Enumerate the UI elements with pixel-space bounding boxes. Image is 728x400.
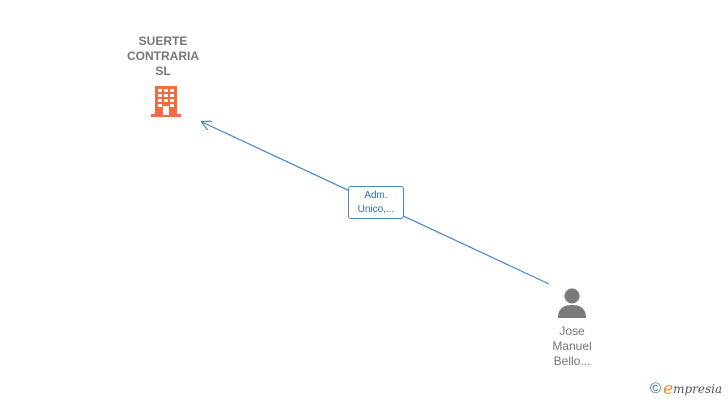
- brand-logo: ©empresia: [650, 380, 722, 398]
- company-name[interactable]: SUERTE CONTRARIA SL: [108, 34, 218, 79]
- logo-text: mpresia: [673, 382, 723, 396]
- office-building-icon[interactable]: [150, 84, 182, 118]
- relation-label-line: Adm.: [364, 190, 388, 201]
- person-name-line: Manuel: [552, 339, 592, 353]
- person-name[interactable]: Jose Manuel Bello...: [532, 324, 612, 369]
- relation-label[interactable]: Adm. Unico,...: [348, 186, 404, 219]
- relation-label-line: Unico,...: [357, 204, 395, 215]
- person-name-line: Jose: [559, 324, 585, 338]
- copyright-symbol: ©: [650, 380, 662, 397]
- company-name-line: SUERTE: [138, 34, 188, 48]
- logo-initial: e: [663, 379, 674, 399]
- person-name-line: Bello...: [553, 354, 591, 368]
- company-name-line: SL: [155, 64, 171, 78]
- person-silhouette-icon[interactable]: [557, 287, 587, 319]
- company-name-line: CONTRARIA: [127, 49, 199, 63]
